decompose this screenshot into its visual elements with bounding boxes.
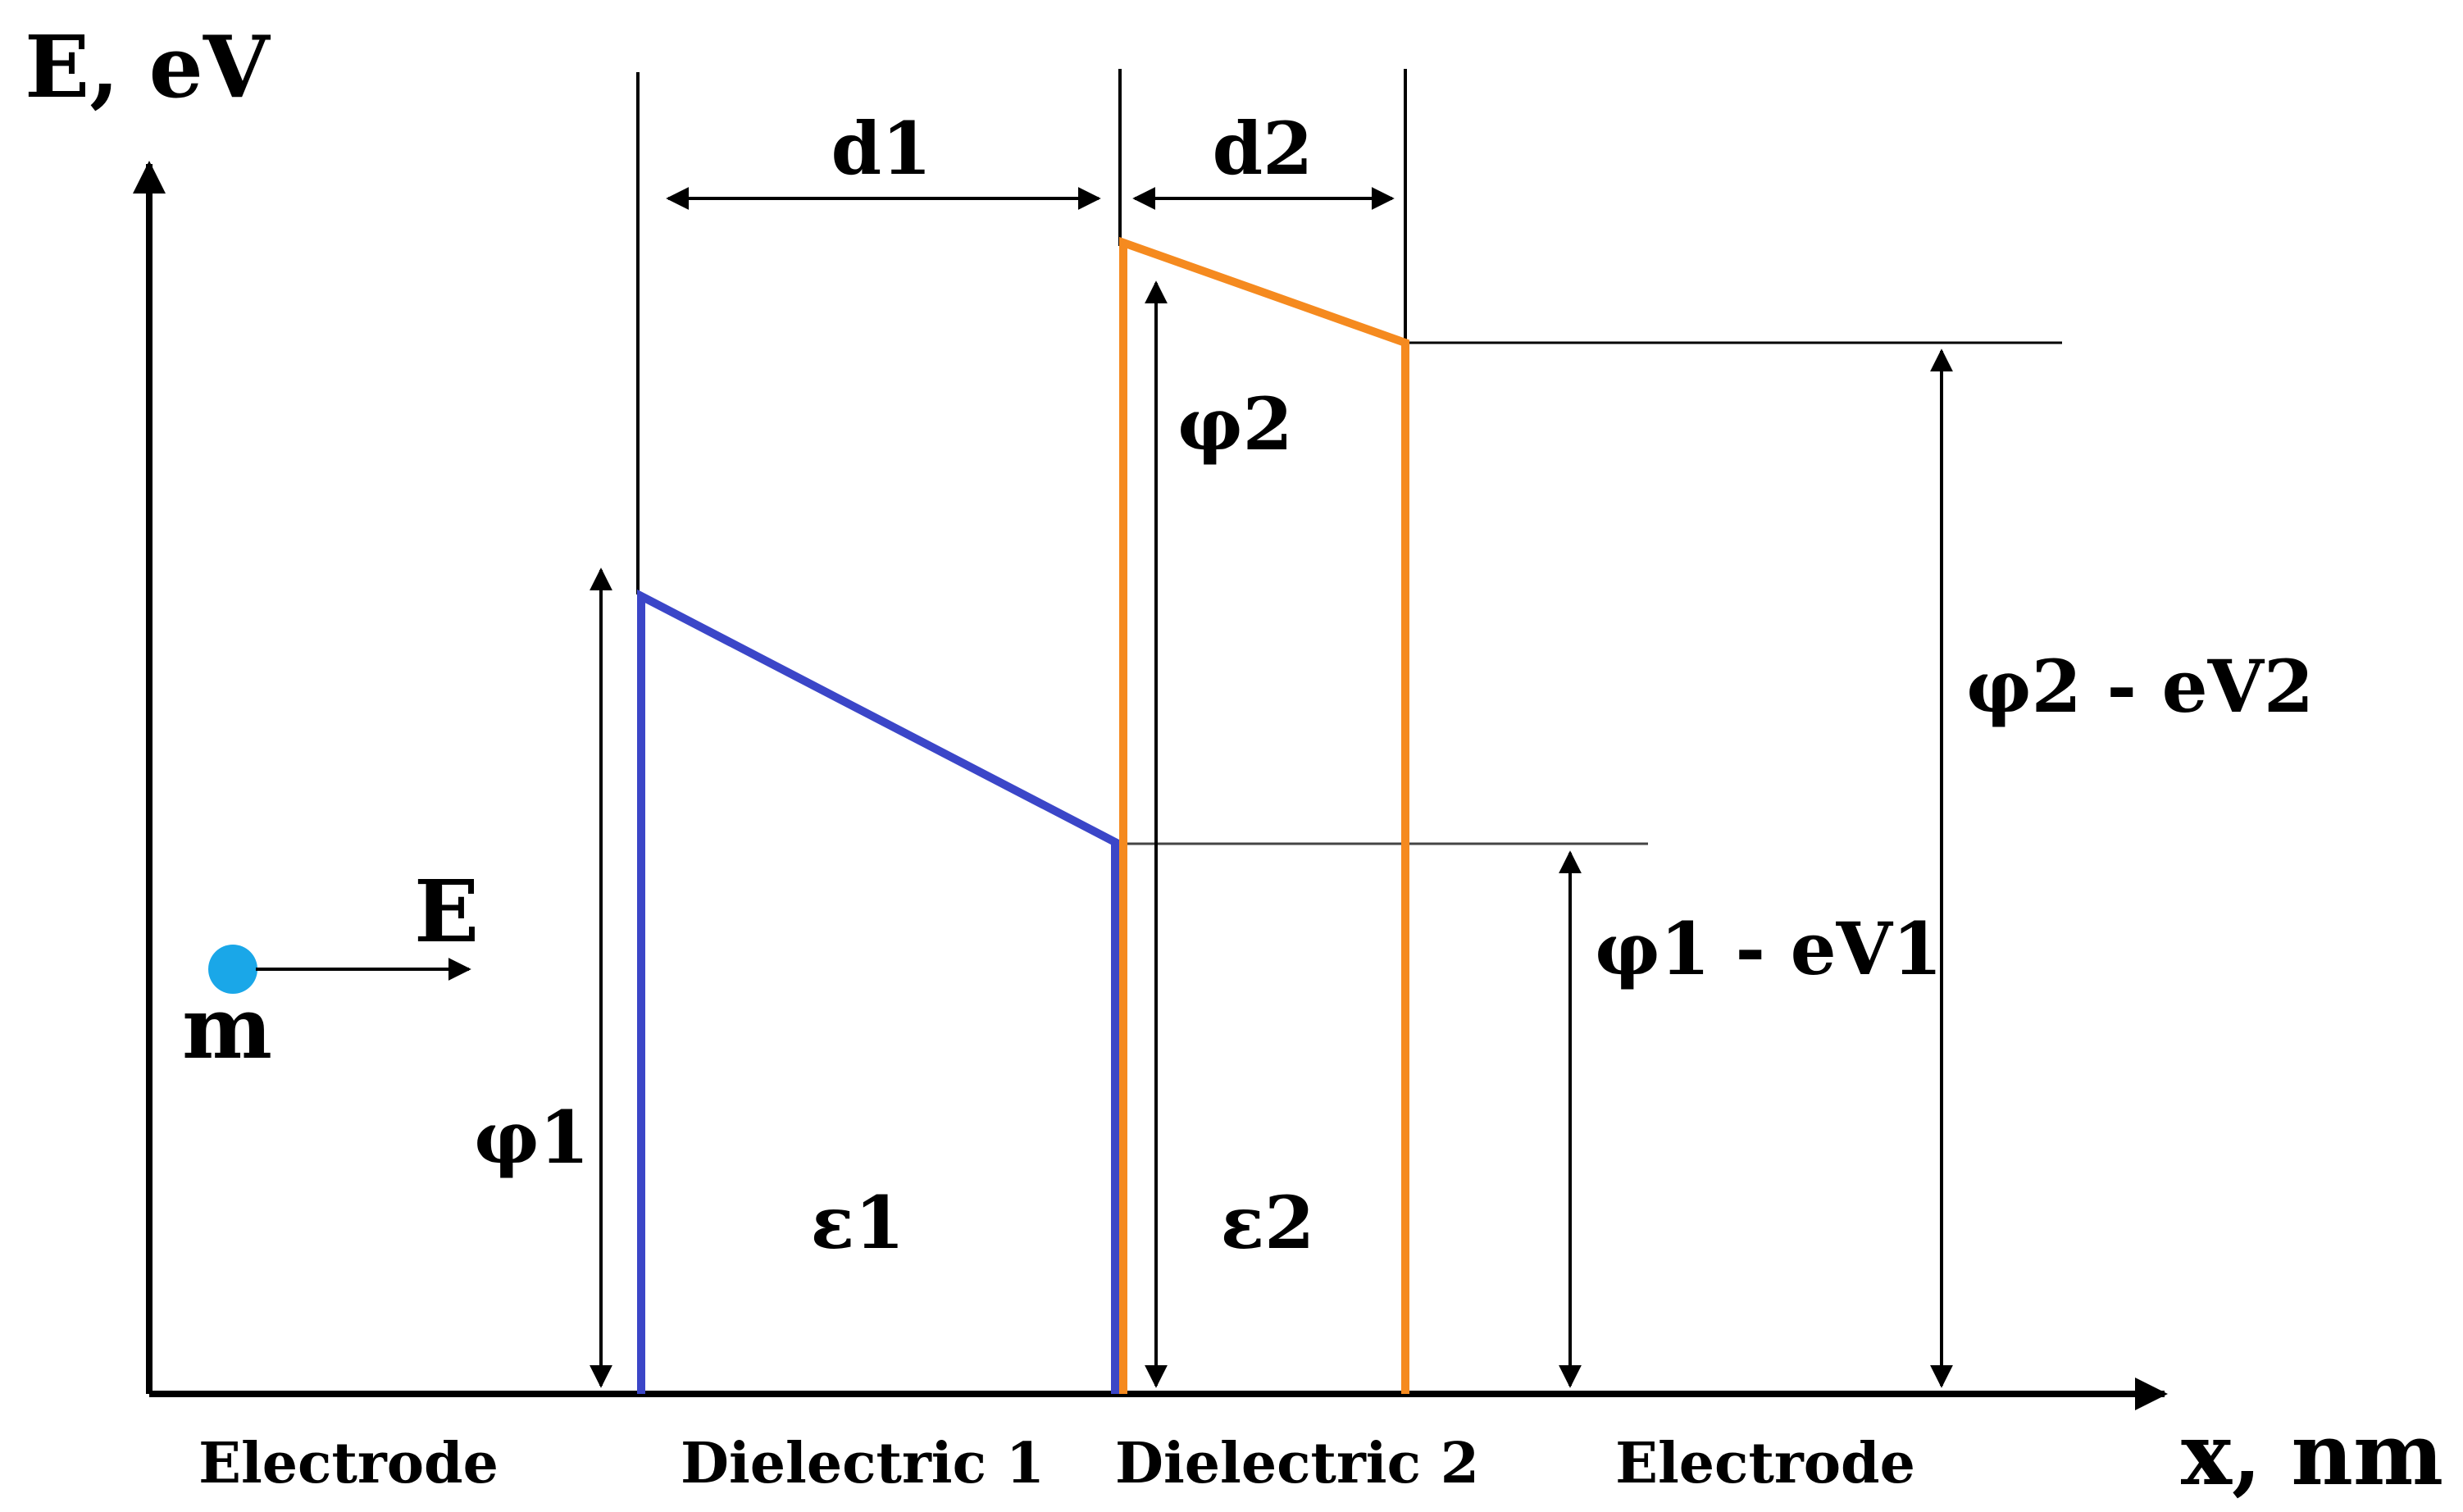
eps1-label: ε1 [811, 1180, 905, 1265]
particle-dot [208, 945, 257, 994]
dielectric-2-barrier [1119, 236, 1409, 1394]
region-label-electrode-right: Electrode [1615, 1431, 1915, 1496]
region-label-dielectric-2: Dielectric 2 [1115, 1431, 1479, 1496]
d1-label: d1 [831, 106, 932, 191]
particle-energy-label: E [414, 861, 479, 962]
x-axis-label: x, nm [2181, 1404, 2443, 1505]
d2-label: d2 [1213, 106, 1313, 191]
region-label-electrode-left: Electrode [198, 1431, 499, 1496]
phi1-label: φ1 [474, 1095, 590, 1180]
region-label-dielectric-1: Dielectric 1 [681, 1431, 1045, 1496]
y-axis-label: E, eV [25, 16, 271, 117]
phi1-eV1-label: φ1 - eV1 [1595, 906, 1942, 991]
particle-mass-label: m [182, 977, 272, 1078]
dielectric-1-barrier [637, 589, 1119, 1394]
phi2-eV2-label: φ2 - eV2 [1966, 644, 2314, 729]
phi2-label: φ2 [1177, 381, 1293, 467]
eps2-label: ε2 [1221, 1180, 1315, 1265]
